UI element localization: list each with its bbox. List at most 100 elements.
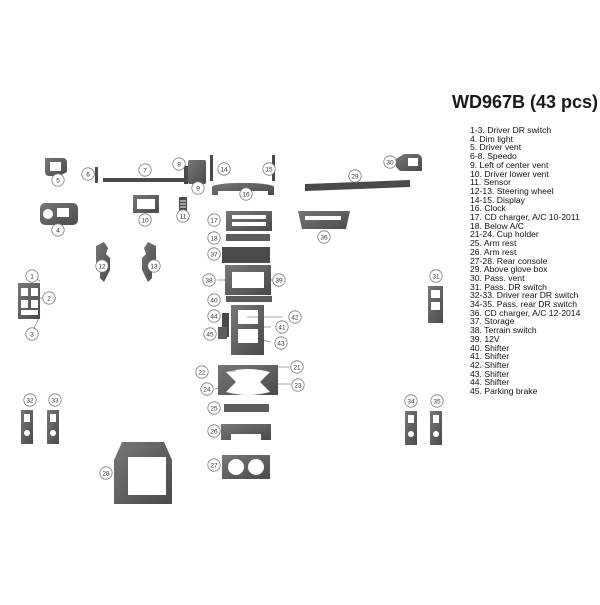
part-27-hole-left xyxy=(228,459,244,475)
legend-item: 27-28. Rear console xyxy=(470,255,548,266)
legend-item: 41. Shifter xyxy=(470,351,510,362)
part-6-speedo xyxy=(95,167,98,183)
callout-5: 5 xyxy=(51,173,65,187)
part-28-rear-console xyxy=(114,442,172,504)
legend-item: 25. Arm rest xyxy=(470,238,517,249)
callout-10: 10 xyxy=(138,213,152,227)
callout-circle xyxy=(48,393,62,407)
callout-number: 42 xyxy=(291,314,299,321)
callout-41: 41 xyxy=(275,320,289,334)
part-35-pass-rear-dr-switch xyxy=(430,411,442,445)
callout-16: 16 xyxy=(239,187,253,201)
callout-circle xyxy=(191,181,205,195)
callout-circle xyxy=(207,231,221,245)
callout-circle xyxy=(207,424,221,438)
part-31-pass-dr-switch xyxy=(428,286,443,323)
callout-number: 3 xyxy=(30,331,34,338)
callout-27: 27 xyxy=(207,458,221,472)
callout-31: 31 xyxy=(429,269,443,283)
callout-number: 34 xyxy=(407,398,415,405)
legend-item: 1-3. Driver DR switch xyxy=(470,125,552,135)
callout-7: 7 xyxy=(138,163,152,177)
legend-item: 5. Driver vent xyxy=(470,142,522,153)
callout-circle xyxy=(290,360,304,374)
callout-29: 29 xyxy=(348,169,362,183)
callout-circle xyxy=(200,382,214,396)
part-35-hole xyxy=(433,431,439,437)
legend-item: 10. Driver lower vent xyxy=(470,168,549,179)
callout-circle xyxy=(172,157,186,171)
callout-circle xyxy=(207,213,221,227)
callout-circle xyxy=(207,458,221,472)
callout-45: 45 xyxy=(203,327,217,341)
callout-number: 35 xyxy=(433,398,441,405)
legend-item: 16. Clock xyxy=(470,203,506,214)
callout-number: 37 xyxy=(210,251,218,258)
legend-item: 39. 12V xyxy=(470,333,500,344)
callout-15: 15 xyxy=(262,162,276,176)
part-5-driver-vent xyxy=(45,158,67,176)
callout-circle xyxy=(138,163,152,177)
part-44-shifter xyxy=(222,313,229,337)
part-29-above-glove-box xyxy=(305,180,410,191)
callout-number: 28 xyxy=(102,470,110,477)
part-8-speedo xyxy=(184,166,188,184)
callout-3: 3 xyxy=(25,327,39,341)
legend-item: 37. Storage xyxy=(470,316,515,327)
callout-number: 44 xyxy=(210,313,218,320)
callout-number: 2 xyxy=(47,295,51,302)
legend-item: 31. Pass. DR switch xyxy=(470,281,547,292)
callout-number: 31 xyxy=(432,273,440,280)
callout-37: 37 xyxy=(207,247,221,261)
part-4-hole xyxy=(43,209,53,219)
callout-number: 40 xyxy=(210,297,218,304)
callout-circle xyxy=(272,273,286,287)
callout-number: 17 xyxy=(210,217,218,224)
legend-item: 21-24. Cup holder xyxy=(470,229,539,240)
callout-number: 10 xyxy=(141,217,149,224)
callout-circle xyxy=(207,293,221,307)
callout-6: 6 xyxy=(81,167,95,181)
callout-number: 7 xyxy=(143,167,147,174)
callout-21: 21 xyxy=(290,360,304,374)
callout-number: 45 xyxy=(206,331,214,338)
callout-number: 12 xyxy=(98,263,106,270)
part-37-storage xyxy=(222,247,270,263)
callout-number: 14 xyxy=(220,166,228,173)
part-18-below-ac xyxy=(226,234,270,241)
callout-35: 35 xyxy=(430,394,444,408)
callout-number: 21 xyxy=(293,364,301,371)
callout-44: 44 xyxy=(207,309,221,323)
callout-2: 2 xyxy=(42,291,56,305)
callout-number: 23 xyxy=(294,382,302,389)
callout-number: 18 xyxy=(210,235,218,242)
callout-circle xyxy=(81,167,95,181)
legend-item: 36. CD charger, A/C 12-2014 xyxy=(470,307,581,318)
callout-number: 33 xyxy=(51,397,59,404)
callout-24: 24 xyxy=(200,382,214,396)
legend-item: 18. Below A/C xyxy=(470,220,524,231)
callout-circle xyxy=(207,247,221,261)
legend-item: 12-13. Steering wheel xyxy=(470,185,554,196)
part-36-cd-charger xyxy=(298,211,350,229)
callout-circle xyxy=(138,213,152,227)
callout-number: 36 xyxy=(320,234,328,241)
callout-circle xyxy=(195,365,209,379)
callout-circle xyxy=(217,162,231,176)
callout-number: 5 xyxy=(56,177,60,184)
part-9-left-of-center-vent xyxy=(188,160,206,184)
callout-circle xyxy=(23,393,37,407)
legend-item: 11. Sensor xyxy=(470,177,511,188)
callout-circle xyxy=(383,155,397,169)
callout-circle xyxy=(51,223,65,237)
callout-number: 6 xyxy=(86,171,90,178)
callout-22: 22 xyxy=(195,365,209,379)
part-4-slot xyxy=(57,208,69,217)
part-34-hole xyxy=(408,431,414,437)
callout-number: 11 xyxy=(180,213,187,220)
legend-item: 4. Dim light xyxy=(470,133,513,144)
callout-11: 11 xyxy=(176,209,190,223)
